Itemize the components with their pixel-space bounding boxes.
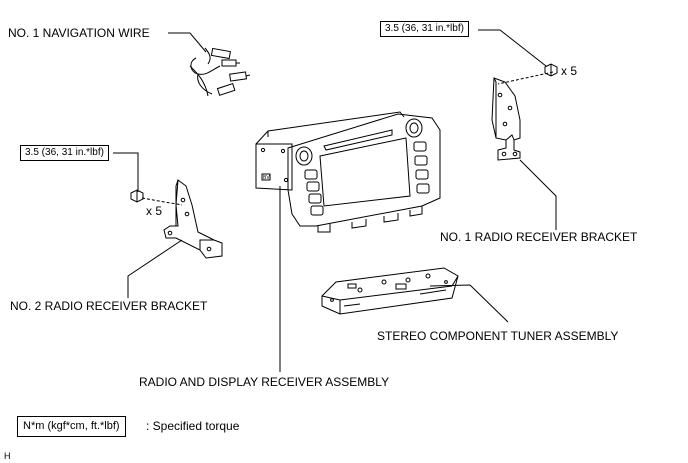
label-bracket-1: NO. 1 RADIO RECEIVER BRACKET bbox=[440, 230, 638, 244]
bolt-quantity-left: x 5 bbox=[146, 204, 163, 218]
corner-mark: H bbox=[4, 451, 11, 461]
navigation-wire bbox=[189, 47, 251, 97]
svg-text:BV: BV bbox=[263, 175, 270, 181]
bolt-quantity-right: x 5 bbox=[561, 64, 578, 78]
tuner-assembly bbox=[321, 267, 459, 315]
bolt-dash-right bbox=[497, 71, 554, 85]
torque-legend-description: : Specified torque bbox=[146, 419, 240, 433]
torque-callout-right: 3.5 (36, 31 in.*lbf) bbox=[380, 21, 469, 37]
leader-bracket1 bbox=[519, 159, 557, 230]
label-bracket-2: NO. 2 RADIO RECEIVER BRACKET bbox=[10, 299, 208, 313]
bolt-dash-left bbox=[141, 197, 183, 206]
leader-lines bbox=[113, 29, 557, 372]
bracket-1-shape bbox=[491, 77, 521, 161]
label-navigation-wire: NO. 1 NAVIGATION WIRE bbox=[8, 26, 150, 40]
bolt-right bbox=[544, 63, 558, 77]
leader-nav-wire bbox=[168, 32, 207, 53]
bracket-2-shape bbox=[163, 179, 223, 259]
leader-torque-right bbox=[478, 29, 547, 67]
leader-tuner bbox=[429, 284, 509, 323]
radio-display-assembly: BV bbox=[255, 111, 441, 233]
bolt-left bbox=[130, 189, 144, 203]
torque-callout-left: 3.5 (36, 31 in.*lbf) bbox=[20, 145, 109, 161]
leader-bracket2 bbox=[127, 239, 183, 298]
label-tuner-assembly: STEREO COMPONENT TUNER ASSEMBLY bbox=[377, 329, 619, 343]
label-radio-display-assembly: RADIO AND DISPLAY RECEIVER ASSEMBLY bbox=[139, 375, 390, 389]
leader-torque-left bbox=[113, 152, 139, 192]
torque-unit-legend: N*m (kgf*cm, ft.*lbf) bbox=[17, 416, 126, 437]
